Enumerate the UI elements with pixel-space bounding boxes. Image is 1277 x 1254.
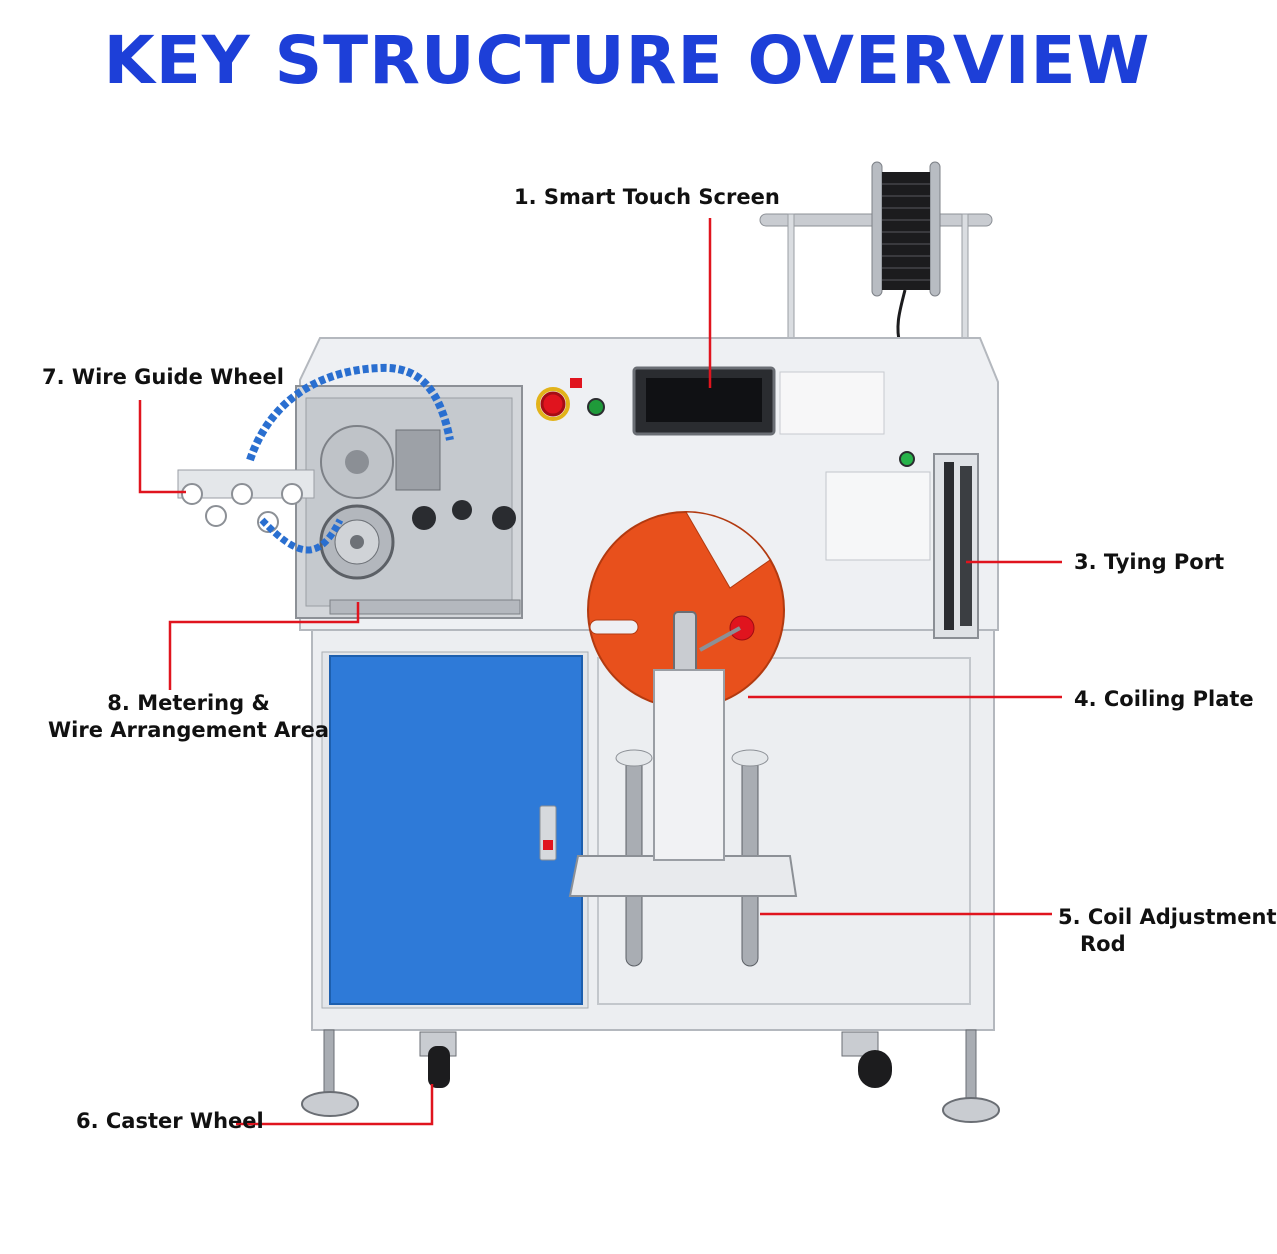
page-title: KEY STRUCTURE OVERVIEW bbox=[103, 22, 1151, 99]
callout-coil-adjustment-rod: 5. Coil Adjustment Rod bbox=[1058, 904, 1277, 958]
caster-wheel bbox=[419, 1031, 892, 1088]
leveling-feet bbox=[301, 1029, 1000, 1123]
callout-line: 5. Coil Adjustment bbox=[1058, 905, 1277, 929]
callout-metering-area: 8. Metering & Wire Arrangement Area bbox=[48, 690, 329, 744]
callout-line: 8. Metering & bbox=[107, 691, 270, 715]
callout-wire-guide-wheel: 7. Wire Guide Wheel bbox=[42, 365, 284, 389]
coil-adjustment-rods bbox=[568, 669, 798, 967]
callout-leaders bbox=[138, 218, 1062, 1126]
callout-touch-screen: 1. Smart Touch Screen bbox=[514, 185, 780, 209]
callout-coiling-plate: 4. Coiling Plate bbox=[1074, 687, 1254, 711]
callout-caster-wheel: 6. Caster Wheel bbox=[76, 1109, 264, 1133]
callout-line: Rod bbox=[1080, 932, 1126, 956]
wire-spool bbox=[759, 161, 993, 346]
callout-line: Wire Arrangement Area bbox=[48, 718, 330, 742]
callout-tying-port: 3. Tying Port bbox=[1074, 550, 1225, 574]
emergency-stop bbox=[540, 391, 566, 417]
